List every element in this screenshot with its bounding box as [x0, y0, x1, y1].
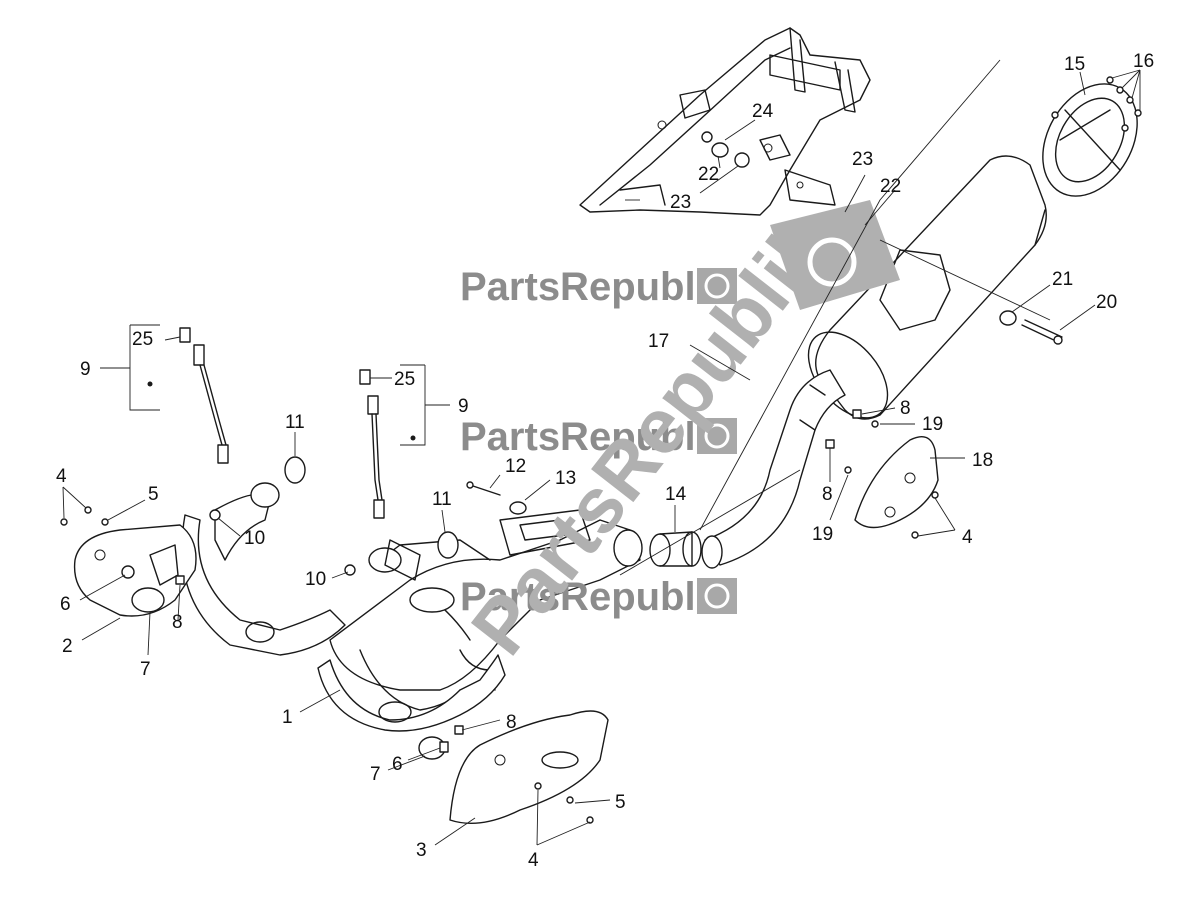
- watermark: PartsRepublik PartsRepublik PartsRepubli…: [454, 200, 900, 670]
- pipe-clamp: [649, 531, 702, 567]
- callout-10-right: 10: [305, 569, 326, 590]
- callout-19-lower: 19: [812, 524, 833, 545]
- callout-19-upper: 19: [922, 414, 943, 435]
- callout-9-left: 9: [80, 359, 91, 380]
- exhaust-collector: [329, 509, 643, 711]
- callout-5-lower: 5: [615, 792, 626, 813]
- callout-8-left: 8: [172, 612, 183, 633]
- mounting-bolt: [1021, 319, 1063, 345]
- callout-4-right: 4: [962, 527, 973, 548]
- heat-shield-lower: [449, 710, 609, 825]
- lower-clamp: [418, 736, 449, 760]
- callout-14: 14: [665, 484, 687, 505]
- callout-16: 16: [1133, 51, 1154, 72]
- callout-8-lower: 8: [506, 712, 517, 733]
- watermark-text-1: PartsRepublik: [460, 265, 730, 309]
- callout-13: 13: [555, 468, 576, 489]
- callout-8-right-upper: 8: [900, 398, 911, 419]
- callout-20: 20: [1096, 292, 1117, 313]
- callout-6-left: 6: [60, 594, 71, 615]
- stud-and-spacer: [466, 481, 527, 515]
- callout-labels: 1 2 3 4 4 4 5 5 6 6 7 7 8 8 8 8 9 9 10 1…: [56, 51, 1154, 871]
- callout-2: 2: [62, 636, 73, 657]
- callout-22-frame: 22: [698, 164, 719, 185]
- link-pipe: [701, 369, 846, 569]
- callout-7-left: 7: [140, 659, 151, 680]
- callout-4-left: 4: [56, 466, 67, 487]
- muffler-end-cap: [1042, 83, 1138, 197]
- downpipes: [181, 482, 506, 732]
- watermark-gear-icon: [697, 268, 737, 614]
- callout-22-muffler: 22: [880, 176, 901, 197]
- callout-9-right: 9: [458, 396, 469, 417]
- callout-10-left: 10: [244, 528, 265, 549]
- callout-24: 24: [752, 101, 774, 122]
- washers-and-screws: [60, 420, 879, 526]
- callout-3: 3: [416, 840, 427, 861]
- lambda-sensor-right: [359, 369, 385, 519]
- callout-18: 18: [972, 450, 993, 471]
- callout-15: 15: [1064, 54, 1085, 75]
- lambda-sensor-left: [179, 327, 229, 464]
- callout-4-lower: 4: [528, 850, 539, 871]
- callout-23-frame: 23: [670, 192, 691, 213]
- callout-25-right: 25: [394, 369, 415, 390]
- callout-17: 17: [648, 331, 669, 352]
- callout-25-left: 25: [132, 329, 153, 350]
- rear-frame: [579, 27, 871, 216]
- callout-12: 12: [505, 456, 526, 477]
- watermark-text-3: PartsRepublik: [460, 575, 730, 619]
- gaskets: [284, 456, 459, 559]
- heat-shield-left: [73, 524, 197, 617]
- watermark-big-gear-icon: [770, 200, 900, 310]
- callout-1: 1: [282, 707, 293, 728]
- callout-8-right-lower: 8: [822, 484, 833, 505]
- callout-11-left: 11: [285, 412, 305, 433]
- callout-6-lower: 6: [392, 754, 403, 775]
- callout-5-left: 5: [148, 484, 159, 505]
- callout-7-lower: 7: [370, 764, 381, 785]
- heat-shield-right: [854, 436, 939, 539]
- watermark-text-2: PartsRepublik: [460, 415, 730, 459]
- callout-11-right: 11: [432, 489, 452, 510]
- end-cap-screws: [1051, 69, 1142, 132]
- leader-lines: [62, 59, 1096, 846]
- callout-23-muffler: 23: [852, 149, 873, 170]
- callout-21: 21: [1052, 269, 1073, 290]
